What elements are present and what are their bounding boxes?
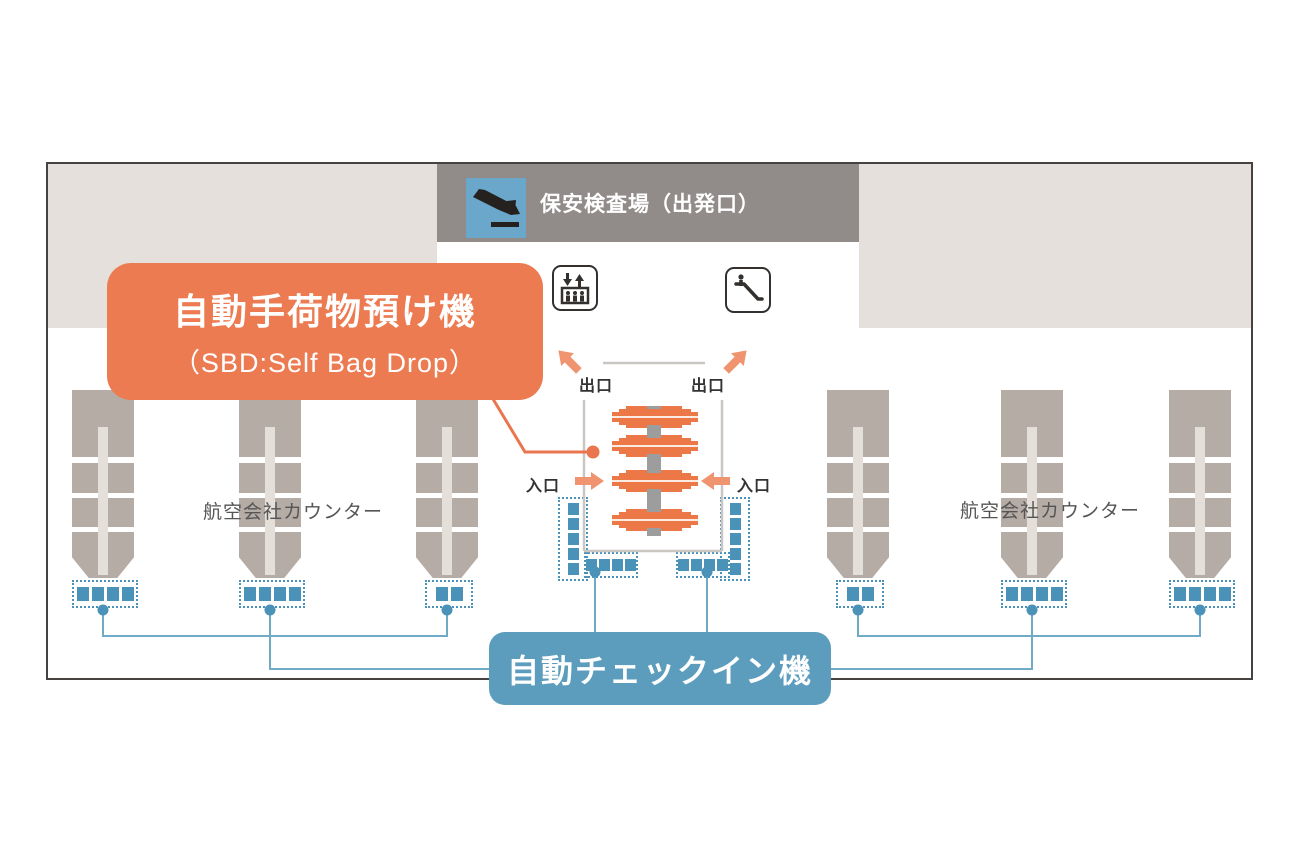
entrance-sign-right: 入口 xyxy=(737,478,772,495)
checkin-kiosk xyxy=(76,587,89,601)
checkin-kiosk-bottom-row-right xyxy=(676,552,730,578)
checkin-kiosk xyxy=(273,587,286,601)
checkin-kiosk xyxy=(1173,587,1186,601)
counter-belt xyxy=(98,427,108,575)
airline-counter-right-2 xyxy=(1001,390,1063,578)
airline-counter-left-2 xyxy=(239,390,301,578)
sbd-machine-divider xyxy=(612,480,698,482)
checkin-kiosk xyxy=(1035,587,1048,601)
sbd-machine-divider xyxy=(612,519,698,521)
escalator-icon xyxy=(725,267,771,313)
sbd-callout: 自動手荷物預け機 （SBD:Self Bag Drop） xyxy=(107,263,543,400)
airline-counter-left-3 xyxy=(416,390,478,578)
checkin-kiosk xyxy=(121,587,134,601)
counter-belt xyxy=(442,427,452,575)
checkin-kiosk xyxy=(243,587,256,601)
checkin-kiosk xyxy=(729,503,741,515)
entrance-arrow-right xyxy=(701,472,730,490)
checkin-kiosk-bottom-row-left xyxy=(584,552,638,578)
checkin-kiosk xyxy=(678,559,689,571)
checkin-kiosk xyxy=(258,587,271,601)
checkin-kiosk xyxy=(567,518,579,530)
sbd-callout-title: 自動手荷物預け機 xyxy=(172,291,477,332)
checkin-kiosk xyxy=(1005,587,1018,601)
checkin-kiosk xyxy=(567,548,579,560)
security-checkpoint-title: 保安検査場（出発口） xyxy=(540,193,760,216)
checkin-kiosk xyxy=(599,559,610,571)
checkin-kiosk-group-right-3 xyxy=(1169,580,1235,608)
checkin-kiosk-group-left-2 xyxy=(239,580,305,608)
checkin-kiosk xyxy=(567,533,579,545)
counter-belt xyxy=(853,427,863,575)
entrance-sign-left: 入口 xyxy=(526,478,561,495)
airline-counter-label-right: 航空会社カウンター xyxy=(960,501,1141,522)
exit-sign-left: 出口 xyxy=(579,378,614,395)
checkin-kiosk-group-left-1 xyxy=(72,580,138,608)
sbd-machine-divider xyxy=(612,416,698,418)
checkin-kiosk xyxy=(846,587,859,601)
checkin-kiosk xyxy=(288,587,301,601)
checkin-kiosk xyxy=(861,587,874,601)
checkin-kiosk xyxy=(612,559,623,571)
checkin-kiosk-group-right-1 xyxy=(836,580,884,608)
checkin-kiosk xyxy=(691,559,702,571)
checkin-kiosk xyxy=(450,587,463,601)
airline-counter-right-3 xyxy=(1169,390,1231,578)
checkin-kiosk-group-left-3 xyxy=(425,580,473,608)
checkin-kiosk xyxy=(625,559,636,571)
checkin-kiosk xyxy=(567,503,579,515)
counter-belt xyxy=(265,427,275,575)
checkin-kiosk xyxy=(729,563,741,575)
checkin-kiosk xyxy=(1188,587,1201,601)
sbd-callout-subtitle: （SBD:Self Bag Drop） xyxy=(172,348,478,378)
elevator-icon xyxy=(552,265,598,311)
checkin-kiosk xyxy=(1050,587,1063,601)
airline-counter-right-1 xyxy=(827,390,889,578)
checkin-kiosk xyxy=(1218,587,1231,601)
entrance-arrow-left xyxy=(575,472,604,490)
checkin-label-box: 自動チェックイン機 xyxy=(489,632,831,705)
checkin-kiosk xyxy=(567,563,579,575)
counter-belt xyxy=(1027,427,1037,575)
checkin-kiosk xyxy=(1020,587,1033,601)
wall-block-right xyxy=(859,164,1252,328)
counter-belt xyxy=(1195,427,1205,575)
checkin-kiosk-group-right-2 xyxy=(1001,580,1067,608)
checkin-kiosk xyxy=(435,587,448,601)
exit-sign-right: 出口 xyxy=(691,378,726,395)
checkin-kiosk xyxy=(1203,587,1216,601)
sbd-callout-connector xyxy=(491,398,600,459)
checkin-kiosk xyxy=(586,559,597,571)
checkin-kiosk xyxy=(729,548,741,560)
checkin-kiosk xyxy=(729,518,741,530)
checkin-kiosk xyxy=(106,587,119,601)
departure-flight-icon xyxy=(466,178,526,238)
sbd-machine-divider xyxy=(612,445,698,447)
airline-counter-label-left: 航空会社カウンター xyxy=(203,502,384,523)
checkin-kiosk xyxy=(91,587,104,601)
checkin-kiosk xyxy=(729,533,741,545)
checkin-kiosk-column-left xyxy=(558,497,588,581)
checkin-kiosk xyxy=(704,559,715,571)
airline-counter-left-1 xyxy=(72,390,134,578)
checkin-kiosk xyxy=(717,559,728,571)
